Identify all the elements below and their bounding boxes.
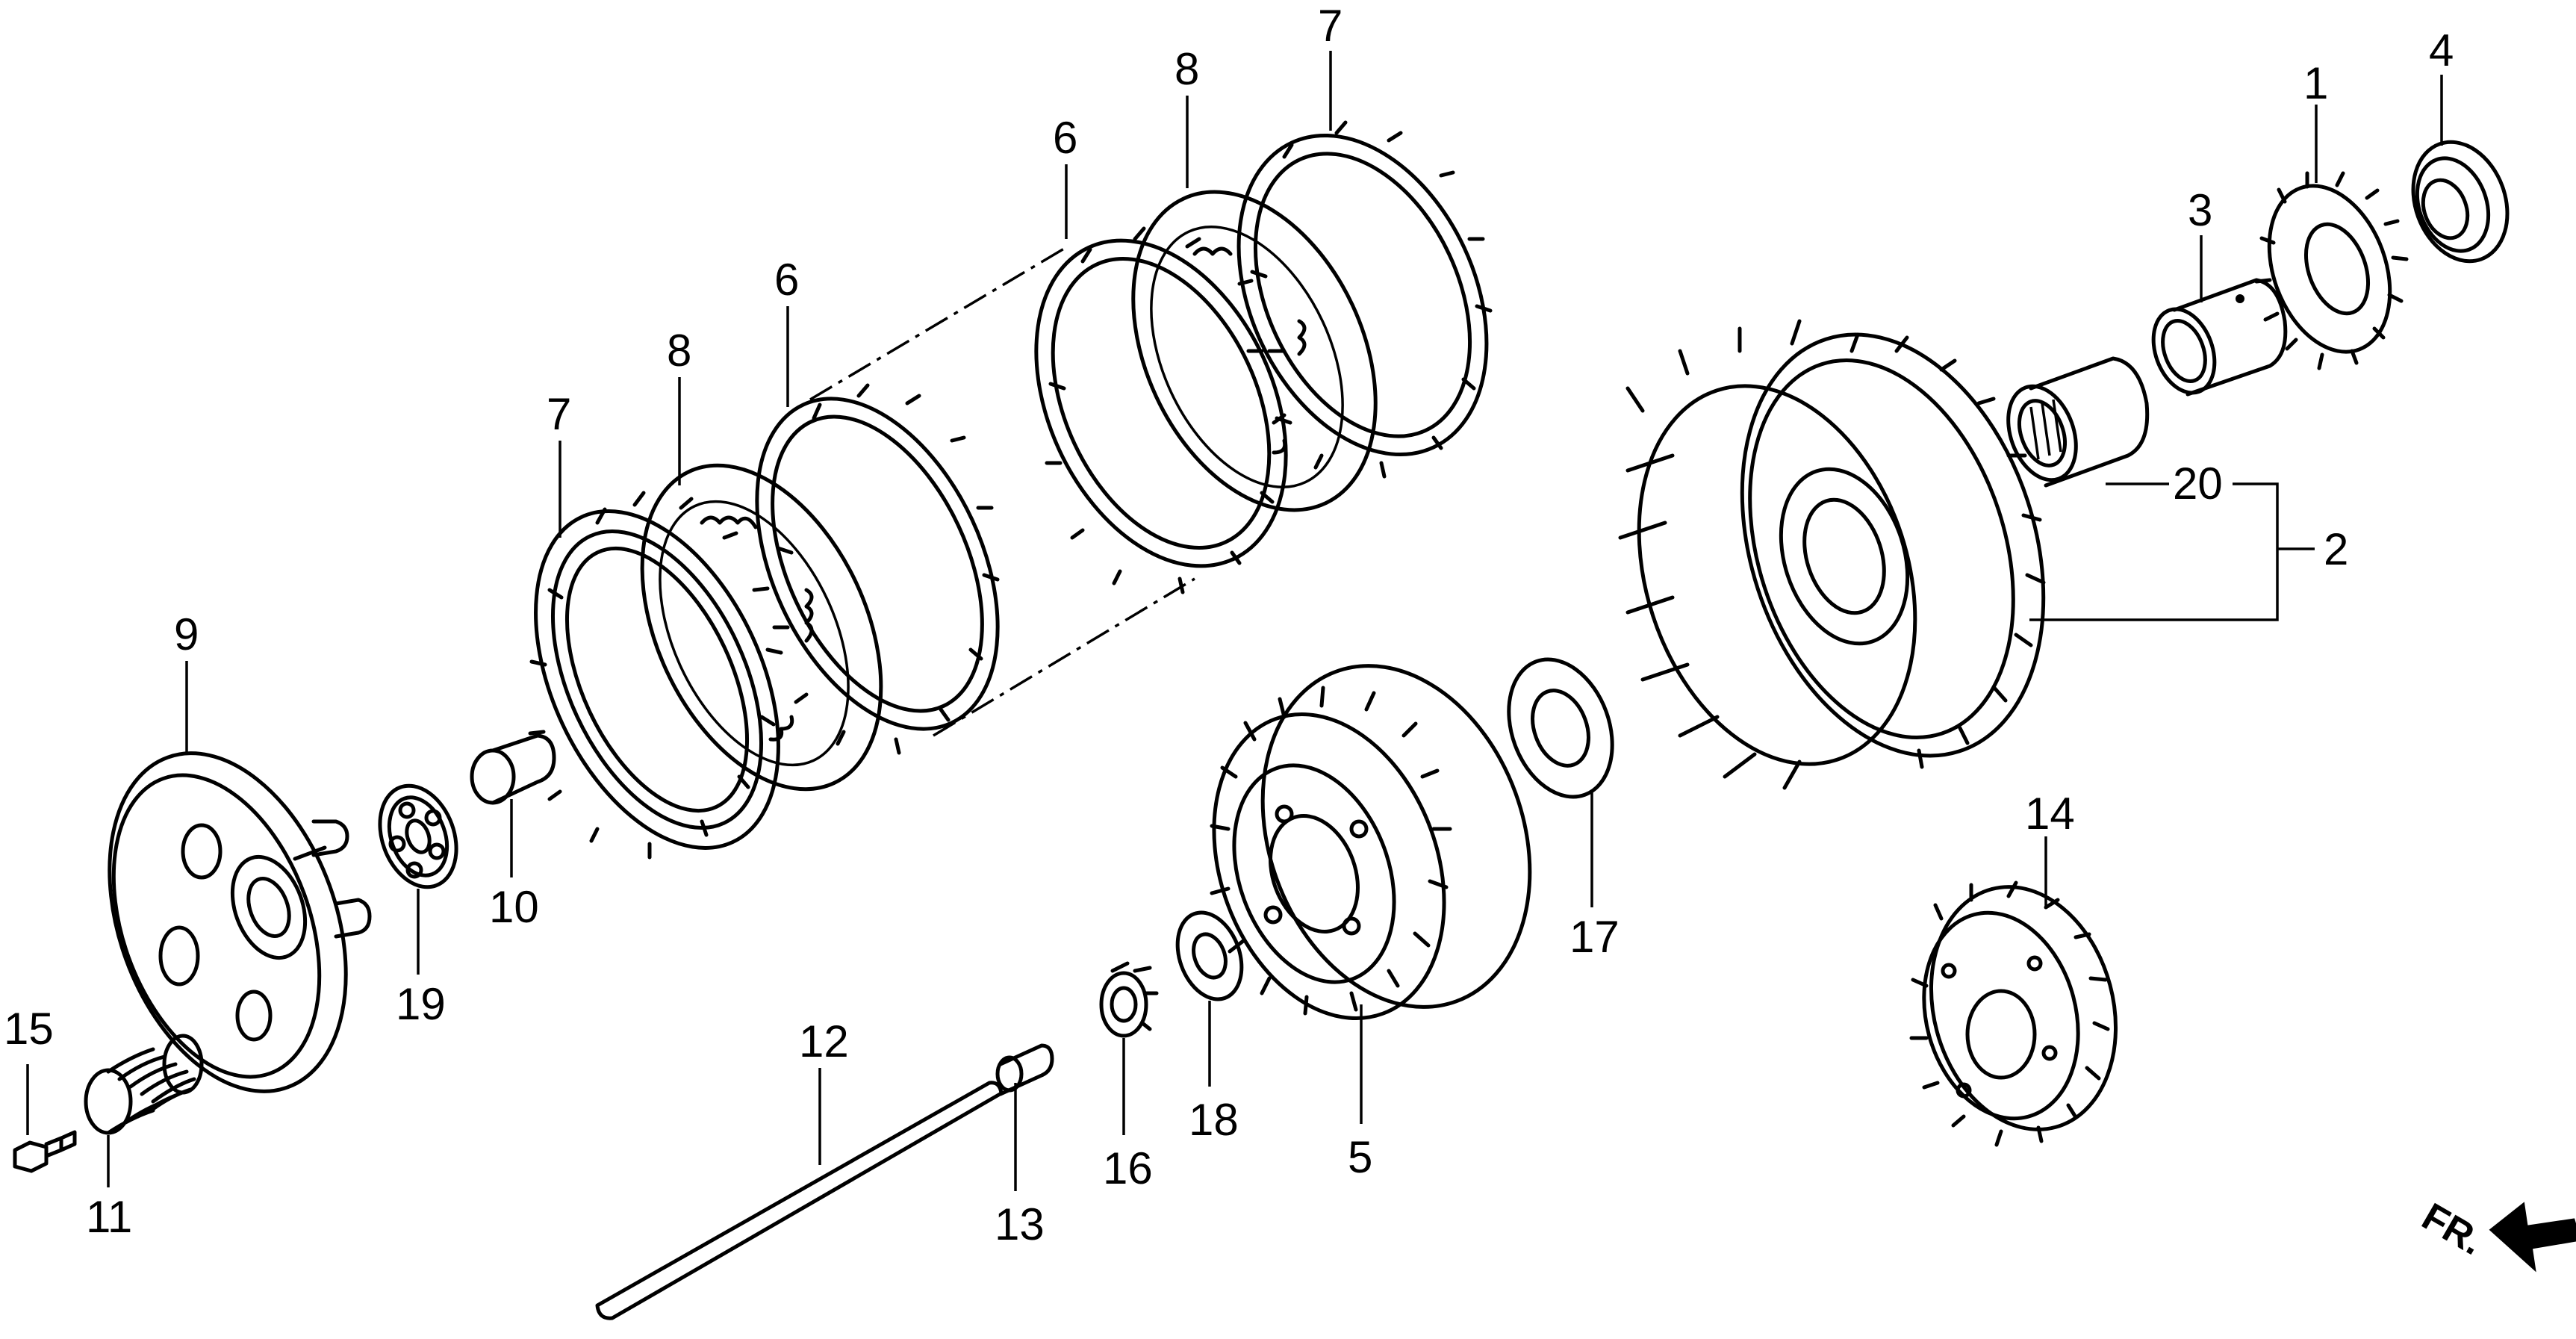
part-label-3: 3 [2188,185,2212,235]
part-label-20: 20 [2173,459,2223,509]
part-label-12: 12 [799,1016,849,1066]
friction-disc-6-rear [1034,226,1292,594]
front-direction-label: FR. [2415,1195,2491,1264]
part-label-7-rear: 7 [1318,1,1343,51]
lifter-piece-10 [470,733,556,805]
plain-plate-8-rear [1131,190,1378,512]
clutch-center-5 [1210,664,1532,1020]
part-label-10: 10 [489,882,539,932]
part-labels: 1 4 3 20 2 7 8 6 6 8 7 9 10 19 17 14 5 1… [4,1,2454,1249]
oil-seal-4 [2411,140,2510,264]
front-direction-arrow [2489,1202,2576,1273]
pressure-plate-9 [108,751,372,1093]
washer-18 [1175,910,1244,1001]
drive-gear-14 [1909,880,2118,1147]
clutch-spring-11 [84,1034,204,1135]
part-label-6-rear: 6 [1053,113,1077,163]
alignment-lines [809,245,1195,737]
part-label-8-front: 8 [667,326,691,376]
part-label-9: 9 [174,609,199,659]
part-label-17: 17 [1569,912,1620,962]
plain-plate-8-front [640,463,883,792]
part-label-19: 19 [396,979,446,1029]
part-label-2: 2 [2324,524,2348,574]
part-label-4: 4 [2429,25,2454,75]
friction-disc-6-front [755,383,1000,755]
friction-disc-7-rear [1236,120,1493,479]
friction-disc-7-front [528,491,783,860]
pin-13 [995,1043,1054,1096]
part-label-8-rear: 8 [1175,44,1199,94]
part-label-7-front: 7 [547,389,571,439]
part-label-16: 16 [1103,1143,1153,1193]
needle-bearing-20 [2006,356,2150,488]
part-label-13: 13 [995,1199,1045,1249]
thrust-washer-17 [1507,657,1614,799]
part-label-6-front: 6 [774,255,799,305]
part-label-15: 15 [4,1004,54,1054]
bearing-19 [378,783,458,889]
part-label-14: 14 [2025,789,2075,839]
bolt-15 [13,1130,77,1173]
lock-nut-16 [1099,961,1159,1038]
part-label-5: 5 [1348,1132,1372,1182]
pushrod-12 [595,1081,1004,1320]
sprocket-1 [2254,171,2409,370]
part-label-11: 11 [86,1192,132,1242]
part-label-1: 1 [2303,58,2328,108]
part-label-18: 18 [1189,1095,1239,1145]
leader-lines [26,51,2443,1191]
clutch-outer-2 [1618,319,2046,790]
bushing-3 [2151,278,2288,397]
